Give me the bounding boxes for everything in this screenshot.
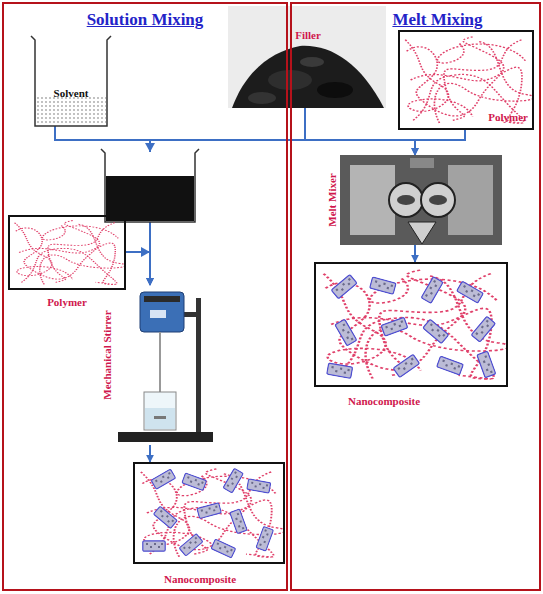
- filler-platelet: [457, 281, 484, 303]
- filler-platelet: [421, 277, 443, 304]
- filler-platelet: [247, 479, 271, 493]
- filler-platelet: [179, 534, 203, 556]
- polymer-chains: [405, 37, 534, 123]
- stirrer-base: [118, 432, 213, 442]
- mixer-ram: [408, 222, 436, 244]
- filler-platelet: [331, 275, 357, 299]
- arrow-head: [145, 143, 155, 152]
- polymer-box: Polymer: [398, 30, 534, 130]
- beaker-outline: [101, 149, 199, 222]
- flow-arrow: [126, 252, 150, 285]
- solvent-beaker: Solvent: [35, 38, 107, 126]
- node-label: Mechanical Stirrer: [100, 280, 114, 430]
- arrow-head: [141, 247, 150, 257]
- stirrer-equipment: Mechanical Stirrer: [100, 285, 215, 445]
- filler-platelet: [153, 506, 177, 528]
- filler-powder-heap: [232, 46, 384, 108]
- filler-platelet: [182, 473, 207, 490]
- polymer-chains: [324, 270, 510, 379]
- filler-platelet: [335, 319, 357, 346]
- mixing-chamber: [389, 183, 423, 217]
- beaker-outline: [31, 36, 111, 126]
- filler-platelet: [211, 539, 236, 558]
- stirrer-blade: [154, 416, 166, 419]
- filler-platelet: [143, 541, 165, 551]
- mixer-rotor: [397, 195, 415, 205]
- polymer-box: Polymer: [8, 215, 126, 290]
- filler-platelet: [437, 356, 464, 375]
- stirrer-display: [150, 310, 166, 318]
- stirrer-pole: [196, 298, 201, 432]
- filler-powder-texture: [248, 92, 276, 104]
- platelet-group: [327, 275, 496, 379]
- filler-platelet: [256, 526, 273, 551]
- filler-photo: Filler: [228, 6, 386, 108]
- filler-platelet: [223, 468, 243, 493]
- solvent-liquid: [36, 96, 106, 125]
- filler-platelet: [381, 317, 408, 336]
- melt-mixer-frame: [340, 155, 502, 245]
- stirrer-motor-top: [144, 296, 180, 302]
- node-label: Nanocomposite: [140, 572, 260, 586]
- nanocomposite-box: Nanocomposite: [133, 462, 285, 564]
- node-label: Nanocomposite: [314, 394, 454, 408]
- polymer-chains: [15, 221, 127, 285]
- method-panel: Solution MixingSolventPolymerMechanical …: [2, 2, 288, 591]
- flow-arrow: [415, 130, 465, 155]
- filler-platelet: [393, 354, 419, 377]
- stirrer-liquid: [145, 408, 175, 429]
- filler-powder-texture: [300, 57, 324, 67]
- filler-platelet: [151, 469, 176, 489]
- node-label: Polymer: [454, 110, 528, 124]
- node-label: Polymer: [8, 295, 126, 309]
- beaker-background: [105, 152, 195, 222]
- platelet-group: [143, 468, 274, 558]
- mixer-hopper: [410, 158, 434, 168]
- node-label: Melt Mixer: [325, 160, 339, 240]
- filler-platelet: [230, 509, 247, 534]
- panel-heading: Solution Mixing: [2, 10, 288, 30]
- method-panel: Melt MixingPolymerMelt MixerNanocomposit…: [290, 2, 541, 591]
- stirrer-beaker: [144, 392, 176, 430]
- nanocomposite-box: Nanocomposite: [314, 262, 508, 387]
- flow-arrow: [149, 445, 151, 462]
- filler-photo-background: [228, 6, 386, 108]
- filler-platelet: [471, 316, 495, 342]
- filler-platelet: [423, 319, 449, 343]
- filler-platelet: [197, 503, 221, 519]
- filler-platelet: [477, 351, 496, 378]
- polymer-chains: [141, 469, 286, 557]
- panel-heading: Melt Mixing: [370, 10, 505, 30]
- filler-powder-texture: [317, 82, 353, 98]
- filler-platelet: [370, 277, 396, 294]
- flow-arrow: [414, 245, 416, 262]
- node-label: Filler: [276, 28, 340, 42]
- mixing-chamber: [421, 183, 455, 217]
- stirrer-motor: [140, 292, 184, 332]
- filler-platelet: [327, 363, 353, 378]
- node-label: Solvent: [35, 86, 107, 100]
- melt-mixer-equipment: Melt Mixer: [325, 155, 503, 245]
- mixer-rotor: [429, 195, 447, 205]
